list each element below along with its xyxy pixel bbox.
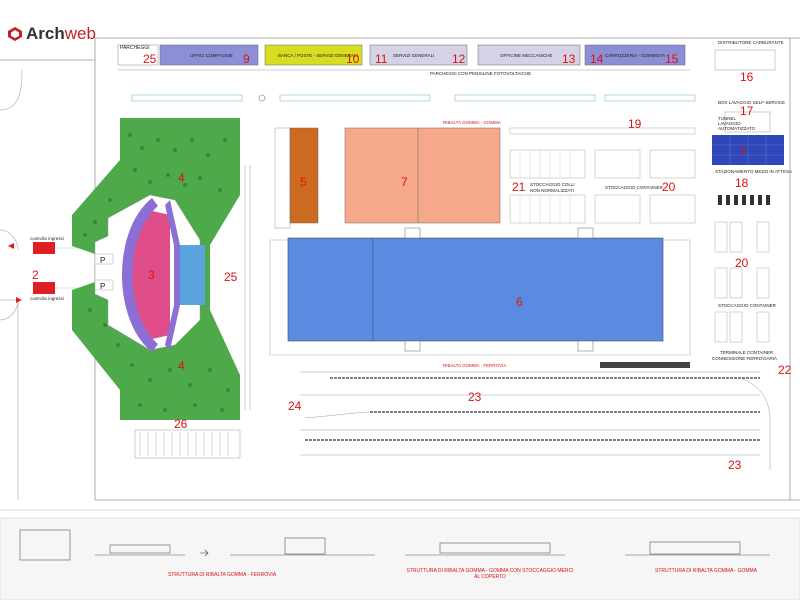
label-controllo-1: controllo ingressi [30, 236, 64, 241]
num-15: 15 [665, 52, 679, 66]
num-20b: 20 [735, 256, 749, 270]
building-5 [289, 127, 319, 224]
num-1: 1 [740, 143, 747, 157]
gate-bottom [33, 282, 55, 294]
num-14: 14 [590, 52, 604, 66]
num-21: 21 [512, 180, 526, 194]
label-p1: P [100, 256, 106, 265]
label-p2: P [100, 282, 106, 291]
num-19: 19 [628, 117, 642, 131]
num-3: 3 [148, 268, 155, 282]
storage-grid [509, 149, 696, 224]
arena-blue [180, 245, 205, 305]
label-officine: OFFICINE MECCANICHE [500, 53, 553, 58]
label-parcheggi: PARCHEGGI [120, 45, 150, 51]
building-uffici [159, 44, 259, 66]
label-connessione: CONNESSIONE FERROVIARIA [712, 356, 778, 361]
label-distributore: DISTRIBUTORE CARBURANTE [718, 40, 784, 45]
label-stoccaggio-container-2: STOCCAGGIO CONTAINER [718, 303, 776, 308]
num-4a: 4 [178, 171, 185, 185]
num-22: 22 [778, 363, 792, 377]
label-uffici: UFFICI COMPAGNIE [190, 53, 233, 58]
building-6 [287, 237, 664, 342]
gate-top [33, 242, 55, 254]
logo-text: Archweb [26, 24, 96, 43]
num-17: 17 [740, 104, 754, 118]
building-officine [477, 44, 581, 66]
num-24: 24 [288, 399, 302, 413]
num-23a: 23 [468, 390, 482, 404]
label-non-normalizzati: NON NORMALIZZATI [530, 188, 574, 193]
num-23b: 23 [728, 458, 742, 472]
num-25b: 25 [224, 270, 238, 284]
num-25a: 25 [143, 52, 157, 66]
num-5: 5 [300, 175, 307, 189]
label-ribalta-gg: RIBALTA GOMMA - GOMMA [443, 120, 501, 125]
label-banca: BANCA / POSTE - SERVIZI GENERALI [278, 53, 358, 58]
num-6: 6 [516, 295, 523, 309]
num-13: 13 [562, 52, 576, 66]
num-2: 2 [32, 268, 39, 282]
logo-icon [8, 27, 22, 41]
section-caption-3: STRUTTURA DI RIBALTA GOMMA - GOMMA [655, 568, 758, 574]
num-18: 18 [735, 176, 749, 190]
label-pensiline: PARCHEGGI CON PENSILINE FOTOVOLTAICHE [430, 71, 532, 76]
arena-pink [127, 210, 170, 340]
label-controllo-2: controllo ingressi [30, 296, 64, 301]
building-banca [264, 44, 363, 66]
section-caption-1: STRUTTURA DI RIBALTA GOMMA - FERROVIA [168, 572, 277, 578]
building-carrozzeria [584, 44, 686, 66]
section-caption-2: STRUTTURA DI RIBALTA GOMMA - GOMMA CON S… [406, 568, 574, 580]
label-ribalta-gf: RIBALTA GOMMA - FERROVIA [443, 363, 507, 368]
building-7 [344, 127, 501, 224]
building-servizi [369, 44, 468, 66]
num-26: 26 [174, 417, 188, 431]
num-12: 12 [452, 52, 466, 66]
label-stazionamento: STAZIONAMENTO MEZZI IN ATTESA [715, 169, 793, 174]
site-boundary [0, 37, 800, 61]
num-20a: 20 [662, 180, 676, 194]
num-10: 10 [346, 52, 360, 66]
archweb-logo: Archweb [8, 24, 96, 44]
label-carrozzeria: CARROZZERIA - GOMMISTA [605, 53, 666, 58]
label-servizi: SERVIZI GENERALI [393, 53, 435, 58]
rail-tracks [305, 377, 760, 441]
label-stoccaggio-container: STOCCAGGIO CONTAINER [605, 185, 663, 190]
label-tunnel: TUNNEL LAVAGGIO AUTOMATIZZATO [718, 116, 756, 131]
num-9: 9 [243, 52, 250, 66]
num-7: 7 [401, 175, 408, 189]
num-16: 16 [740, 70, 754, 84]
num-11: 11 [375, 52, 388, 66]
label-box: BOX LAVAGGIO SELF-SERVICE [718, 100, 786, 105]
label-terminale: TERMINALE CONTAINER [720, 350, 774, 355]
num-4b: 4 [178, 359, 185, 373]
label-stoccaggio-colli: STOCCAGGIO COLLI [530, 182, 575, 187]
